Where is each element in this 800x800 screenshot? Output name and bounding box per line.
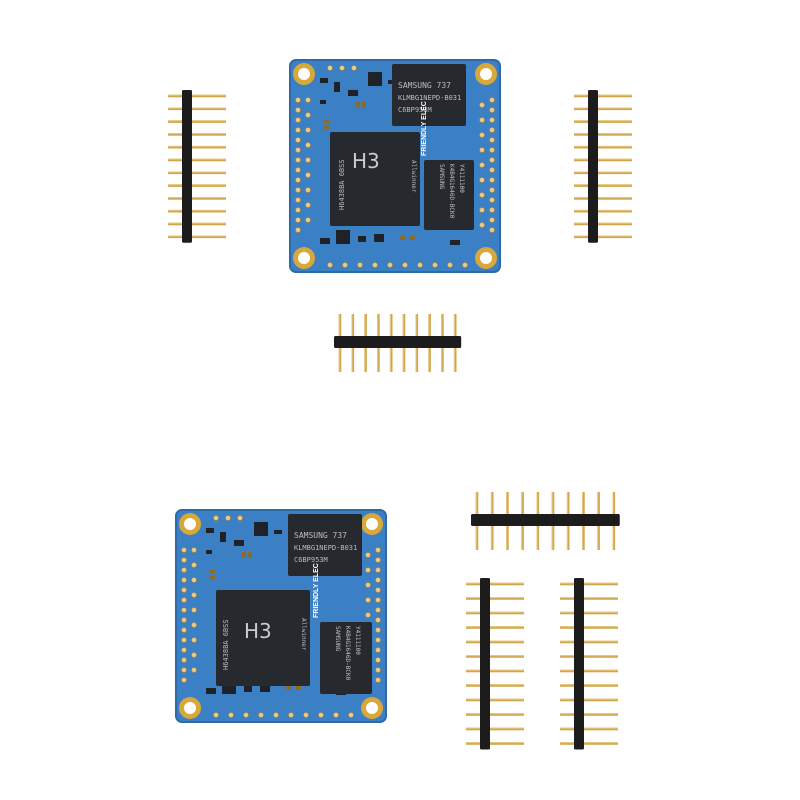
svg-text:SAMSUNG: SAMSUNG <box>334 626 341 652</box>
header-pin <box>560 626 618 629</box>
header-pin <box>574 120 632 123</box>
svg-text:C6BP953M: C6BP953M <box>294 556 328 564</box>
cpu-chip: H3 H6438BA 6BSS Allwinner <box>330 132 420 226</box>
header-pin <box>574 107 632 111</box>
header-pin <box>168 197 226 200</box>
svg-text:Allwinner: Allwinner <box>300 618 307 651</box>
header-pin <box>560 684 618 687</box>
brand-logo: FRIENDLY ELEC <box>421 101 428 156</box>
svg-text:H6438BA 6BSS: H6438BA 6BSS <box>222 619 230 670</box>
board-bottom: SAMSUNG 737 KLMBG1NEPD-B031 C6BP953M H3 … <box>175 509 387 723</box>
header-pin <box>168 120 226 123</box>
header-pin <box>466 713 524 716</box>
svg-text:C6BP953M: C6BP953M <box>398 106 432 114</box>
header-pin <box>466 626 524 629</box>
svg-text:SAMSUNG 737: SAMSUNG 737 <box>294 531 347 540</box>
dram-chip: SAMSUNG K4B4G1646D-BCK0 Y4111100 <box>424 160 474 230</box>
svg-text:SAMSUNG 737: SAMSUNG 737 <box>398 81 451 90</box>
pin-header <box>466 578 524 750</box>
pin-header <box>334 314 462 372</box>
header-pin <box>168 222 226 226</box>
header-body <box>471 514 620 526</box>
header-pin <box>168 133 226 136</box>
header-pin <box>560 742 618 745</box>
header-pin <box>560 727 618 731</box>
header-pin <box>466 655 524 658</box>
header-pin <box>560 611 618 615</box>
svg-text:Allwinner: Allwinner <box>410 160 417 193</box>
header-pin <box>466 597 524 600</box>
header-pin <box>560 640 618 644</box>
header-pin <box>168 209 226 213</box>
header-pin <box>168 158 226 162</box>
board-top: SAMSUNG 737 KLMBG1NEPD-B031 C6BP953M H3 … <box>289 59 501 273</box>
header-body <box>588 90 598 243</box>
header-pin <box>574 94 632 98</box>
header-pin <box>466 684 524 687</box>
svg-text:Y4111100: Y4111100 <box>354 626 361 655</box>
header-pin <box>168 235 226 239</box>
emmc-chip: SAMSUNG 737 KLMBG1NEPD-B031 C6BP953M <box>392 64 466 126</box>
pin-header <box>168 90 226 243</box>
dram-chip: SAMSUNG K4B4G1646D-BCK0 Y4111100 <box>320 622 372 694</box>
header-pin <box>560 655 618 658</box>
header-pin <box>560 698 618 702</box>
header-pin <box>574 209 632 213</box>
header-pin <box>168 107 226 111</box>
header-pin <box>168 94 226 98</box>
header-pin <box>168 171 226 175</box>
svg-text:H3: H3 <box>244 619 272 643</box>
header-pin <box>466 727 524 731</box>
header-pin <box>574 197 632 200</box>
header-pin <box>168 145 226 149</box>
svg-text:H6438BA 6BSS: H6438BA 6BSS <box>338 159 346 210</box>
cpu-chip: H3 H6438BA 6BSS Allwinner <box>216 590 310 686</box>
header-pin <box>466 742 524 745</box>
header-pin <box>466 698 524 702</box>
pin-header <box>560 578 618 750</box>
header-body <box>480 578 490 750</box>
header-pin <box>466 582 524 586</box>
header-pin <box>560 669 618 673</box>
svg-text:K4B4G1646D-BCK0: K4B4G1646D-BCK0 <box>448 164 455 219</box>
header-pin <box>466 611 524 615</box>
header-pin <box>574 158 632 162</box>
svg-text:SAMSUNG: SAMSUNG <box>438 164 445 190</box>
svg-text:K4B4G1646D-BCK0: K4B4G1646D-BCK0 <box>344 626 351 681</box>
header-pin <box>574 171 632 175</box>
header-body <box>574 578 584 750</box>
brand-logo: FRIENDLY ELEC <box>313 563 320 618</box>
header-pin <box>466 640 524 644</box>
header-body <box>182 90 192 243</box>
svg-text:KLMBG1NEPD-B031: KLMBG1NEPD-B031 <box>398 94 461 102</box>
svg-text:H3: H3 <box>352 149 380 173</box>
header-body <box>334 336 462 348</box>
header-pin <box>560 582 618 586</box>
pin-header <box>471 492 620 550</box>
header-pin <box>574 222 632 226</box>
header-pin <box>574 235 632 239</box>
emmc-chip: SAMSUNG 737 KLMBG1NEPD-B031 C6BP953M <box>288 514 362 576</box>
header-pin <box>560 713 618 716</box>
header-pin <box>574 145 632 149</box>
header-pin <box>168 184 226 187</box>
svg-text:Y4111100: Y4111100 <box>458 164 465 193</box>
header-pin <box>560 597 618 600</box>
header-pin <box>574 184 632 187</box>
header-pin <box>574 133 632 136</box>
svg-text:KLMBG1NEPD-B031: KLMBG1NEPD-B031 <box>294 544 357 552</box>
header-pin <box>466 669 524 673</box>
pin-header <box>574 90 632 243</box>
